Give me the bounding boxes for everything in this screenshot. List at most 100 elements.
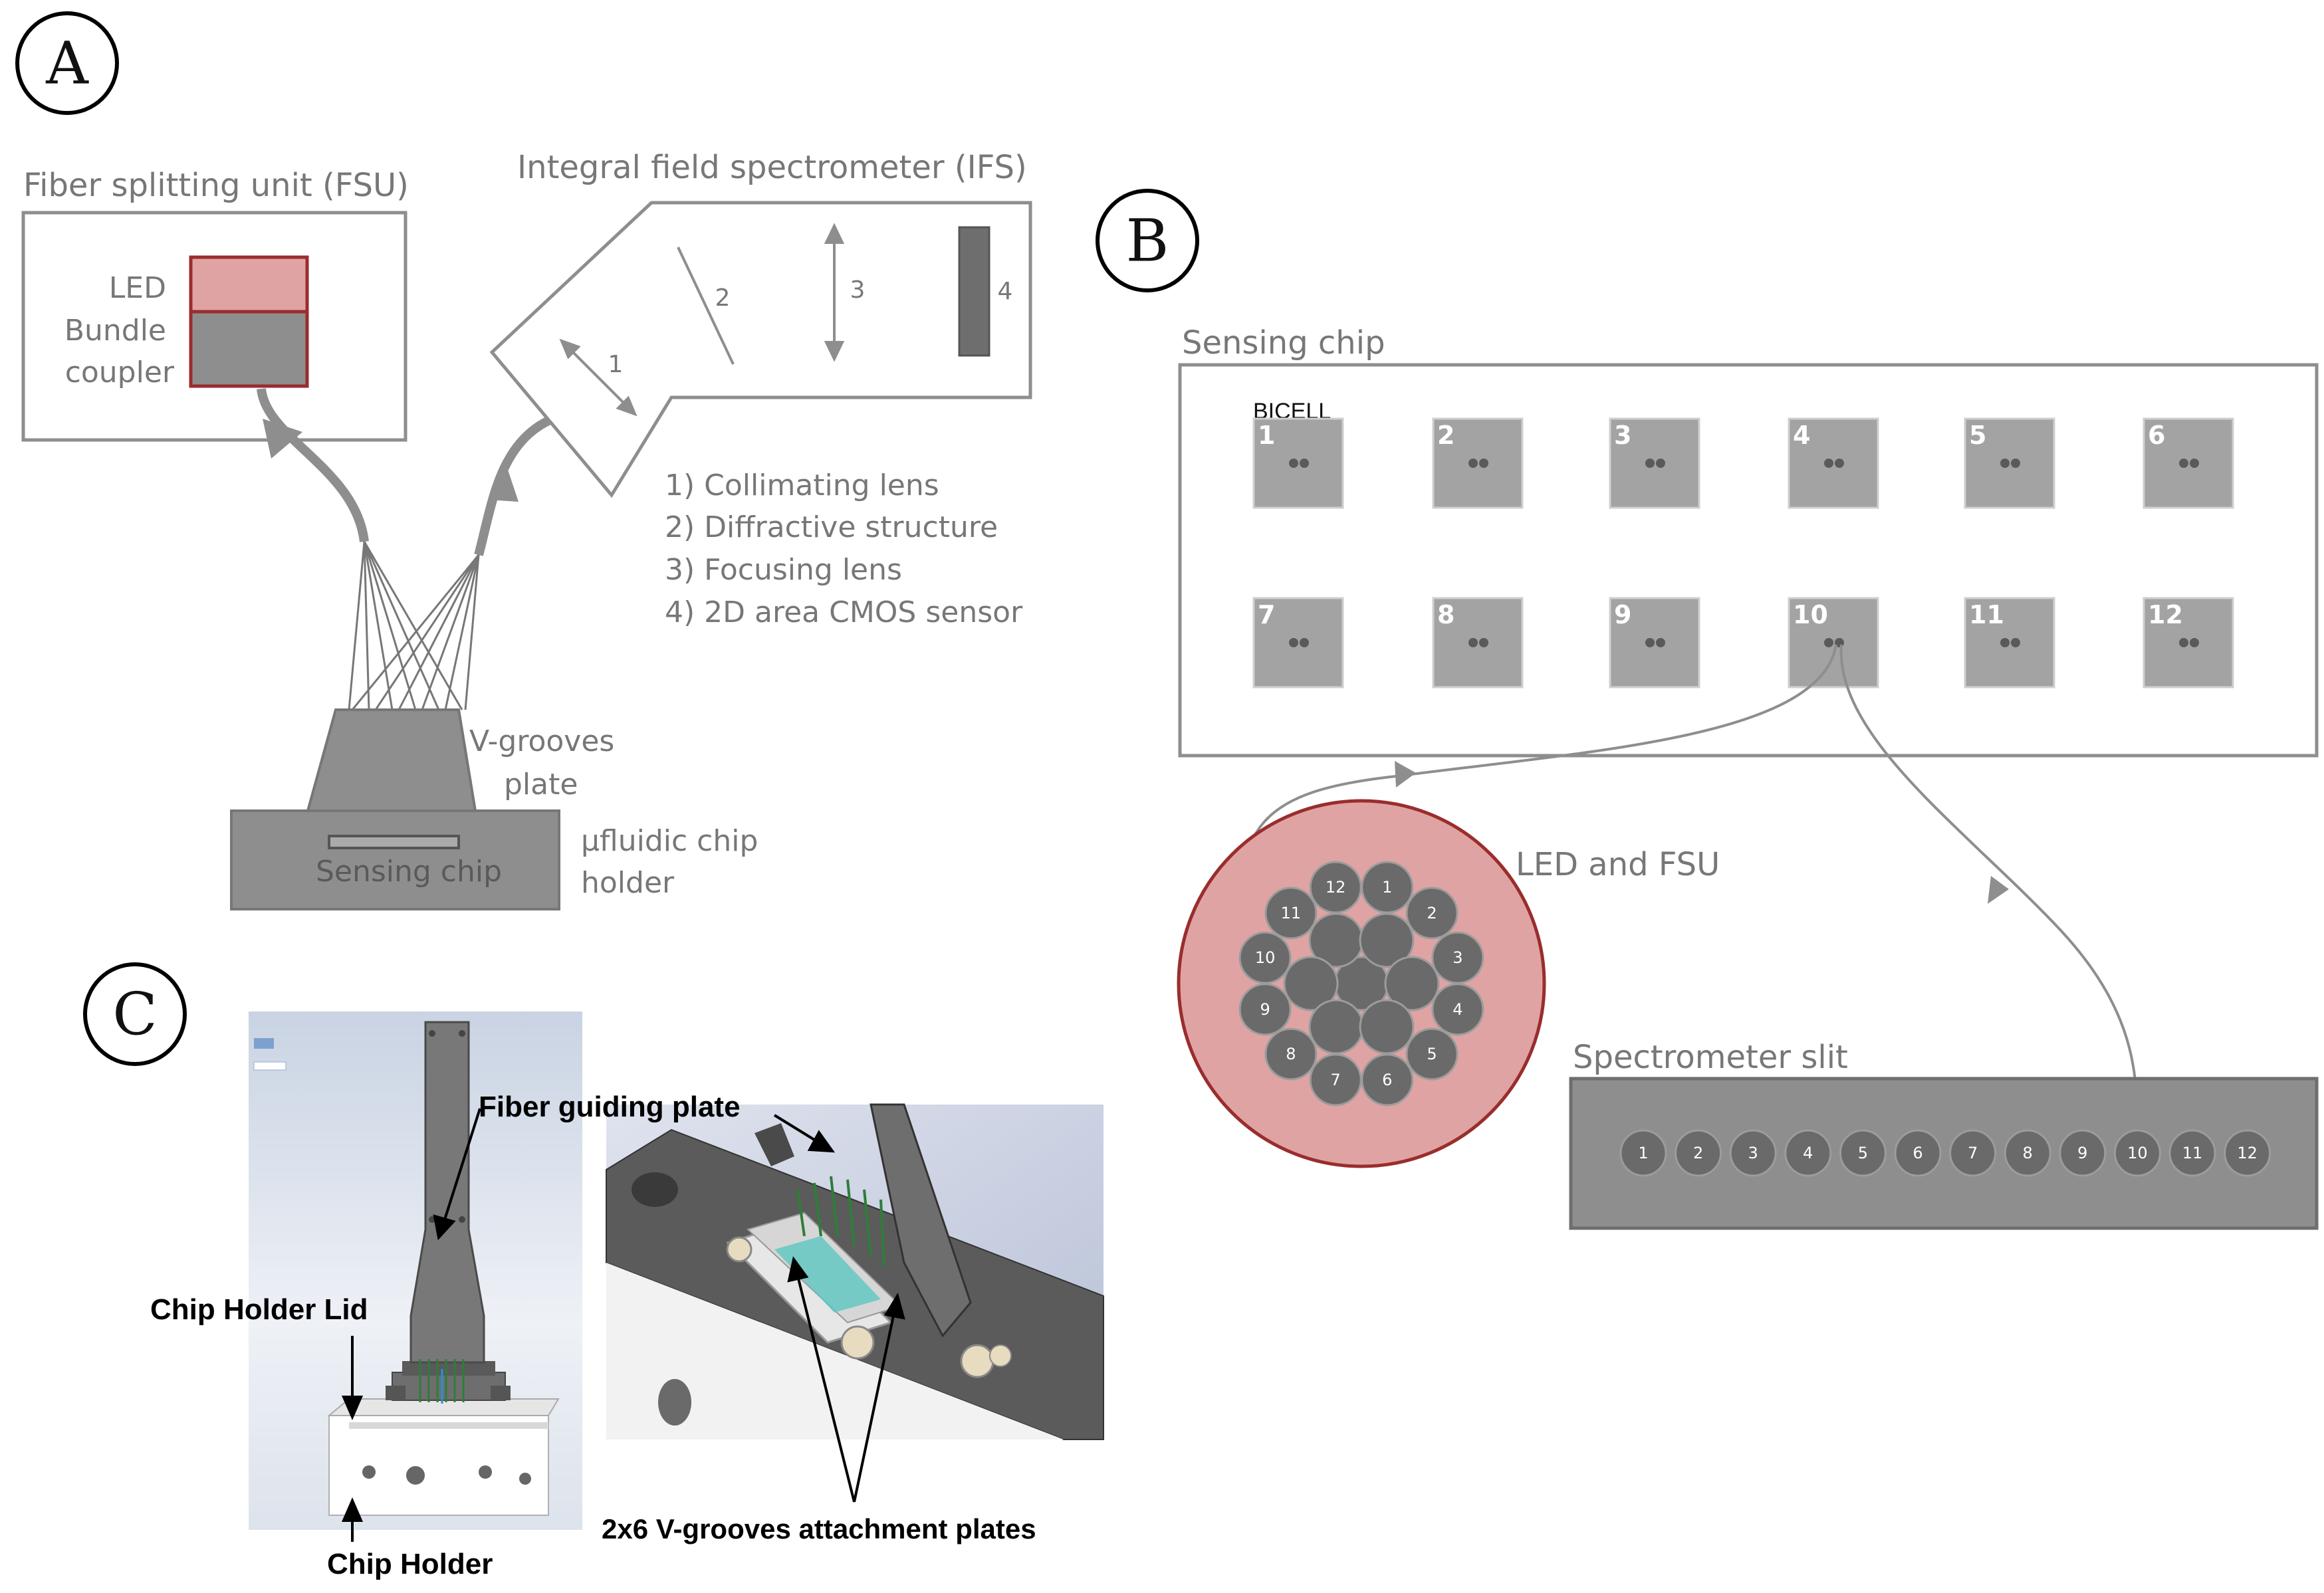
fiber-pins-render (419, 1359, 465, 1404)
slit-fiber-number: 9 (2077, 1144, 2087, 1162)
bundle-fiber (1264, 1027, 1318, 1081)
slit-fiber (1784, 1129, 1832, 1177)
cell-number: 8 (1437, 600, 1454, 629)
sensing-chip-box (1178, 363, 2319, 758)
v-grooves-label: V-grooves (469, 724, 614, 758)
sensing-cell: 12 (2143, 597, 2234, 689)
panel-c-badge (83, 962, 187, 1066)
bundle-label: Bundle (64, 314, 166, 348)
bundle-fiber-number: 8 (1286, 1045, 1296, 1063)
focusing-lens (824, 223, 845, 362)
cell-spot (2011, 459, 2020, 468)
fiber-guiding-plate-render (409, 1021, 485, 1364)
toolbar-chip (254, 1038, 274, 1049)
zoom-vgroove-plates-render (726, 1212, 1012, 1378)
fiber-arrow-ifs (489, 462, 519, 502)
bundle-fiber-number: 2 (1427, 904, 1437, 922)
slit-fiber (1894, 1129, 1942, 1177)
sensing-cell: 7 (1252, 597, 1344, 689)
v-grooves-plate (306, 708, 477, 812)
led-block (189, 255, 309, 314)
panel-c-letter: C (112, 980, 157, 1049)
panel-b-letter: B (1126, 207, 1169, 275)
cell-spot (2179, 638, 2188, 647)
slit-fiber-number: 3 (1748, 1144, 1758, 1162)
bundle-fiber-number: 11 (1281, 904, 1302, 922)
slit-fiber-number: 11 (2182, 1144, 2203, 1162)
bundle-coupler-block (189, 310, 309, 388)
chip-holder-label: Chip Holder (327, 1548, 493, 1580)
bundle-fiber-number: 7 (1331, 1071, 1341, 1089)
chip-holder-lid-render (386, 1361, 511, 1401)
legend-item-3: 3) Focusing lens (665, 553, 902, 587)
bundle-fiber-number: 12 (1326, 878, 1346, 897)
bundle-fiber-number: 5 (1427, 1045, 1437, 1063)
slit-fiber (1729, 1129, 1777, 1177)
panel-a: A Fiber splitting unit (FSU) LED Bundle … (15, 11, 1032, 910)
panel-a-badge (15, 11, 119, 115)
cell-square (1788, 597, 1879, 689)
sensing-cell: 10 (1788, 597, 1879, 689)
cell-spot (1468, 638, 1478, 647)
slit-fiber (1619, 1129, 1667, 1177)
bundle-fiber (1309, 861, 1362, 914)
chip-holder-block (230, 809, 560, 910)
cell-spot (1300, 459, 1309, 468)
slit-fiber-number: 12 (2237, 1144, 2258, 1162)
slit-title: Spectrometer slit (1573, 1039, 1848, 1076)
cell-spot (2011, 638, 2020, 647)
collimating-lens (559, 338, 638, 417)
cell-spot (2190, 459, 2199, 468)
slit-fiber (1839, 1129, 1887, 1177)
sensing-cell: 9 (1609, 597, 1700, 689)
cell-number: 3 (1614, 421, 1631, 450)
bundle-fiber (1361, 861, 1414, 914)
slit-fiber-number: 10 (2127, 1144, 2148, 1162)
slit-fiber-number: 7 (1968, 1144, 1978, 1162)
cell-spot (1656, 459, 1665, 468)
cell-spot (1479, 638, 1488, 647)
ifs-number-4: 4 (998, 278, 1013, 305)
bundle-fiber-number: 10 (1255, 948, 1276, 967)
cell-spot (1300, 638, 1309, 647)
ifs-housing (489, 201, 1032, 498)
bundle-fiber (1309, 1053, 1362, 1107)
slit-fiber (2168, 1129, 2216, 1177)
bundle-fiber-number: 3 (1452, 948, 1462, 967)
sensing-chip-title: Sensing chip (1182, 324, 1385, 362)
chip-holder-render (327, 1398, 560, 1516)
slit-fiber (2113, 1129, 2161, 1177)
sensing-cell: 1 (1252, 417, 1344, 509)
cell-number: 2 (1437, 421, 1454, 450)
sensing-cell: 2 (1432, 417, 1524, 509)
v-grooves-attachment-label: 2x6 V-grooves attachment plates (602, 1513, 1036, 1544)
cell-number: 1 (1258, 421, 1275, 450)
slit-fiber-number: 1 (1638, 1144, 1648, 1162)
sensing-cell: 8 (1432, 597, 1524, 689)
chip-holder-lid-label: Chip Holder Lid (150, 1293, 368, 1326)
slit-fiber (2059, 1129, 2107, 1177)
cmos-sensor (958, 226, 990, 357)
cell-number: 4 (1793, 421, 1810, 450)
cell-number: 5 (1969, 421, 1986, 450)
bundle-fiber (1238, 983, 1292, 1036)
sensing-cell: 11 (1964, 597, 2055, 689)
bundle-core-fiber (1359, 999, 1415, 1055)
fiber-cable-fsu (257, 387, 369, 542)
panel-a-letter: A (45, 29, 89, 98)
link-arrow-slit (1988, 876, 2009, 904)
legend-item-4: 4) 2D area CMOS sensor (665, 595, 1023, 629)
bundle-core-fiber (1308, 999, 1364, 1055)
led-fsu-label: LED and FSU (1516, 846, 1720, 883)
slit-fiber (2004, 1129, 2051, 1177)
bundle-fiber (1431, 983, 1484, 1036)
cell-spot (1835, 459, 1844, 468)
bundle-fiber-number: 6 (1382, 1071, 1392, 1089)
slit-fiber-number: 6 (1913, 1144, 1922, 1162)
cell-spot (1479, 459, 1488, 468)
bundle-fiber (1431, 931, 1484, 984)
cell-number: 6 (2148, 421, 2165, 450)
fsu-title: Fiber splitting unit (FSU) (23, 167, 409, 204)
